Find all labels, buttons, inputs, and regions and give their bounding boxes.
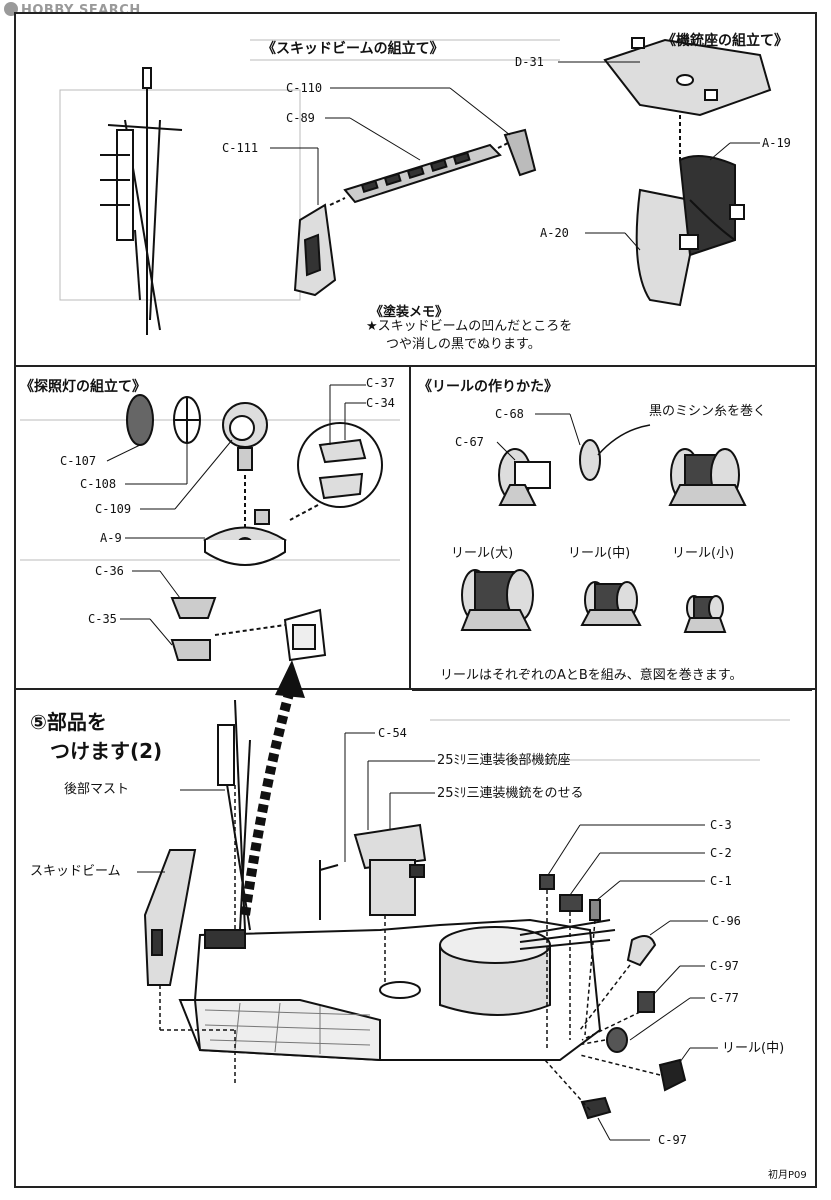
page-number: 初月P09 [768,1170,807,1181]
step5-title-line-2: つけます(2) [50,739,163,763]
label-aft-mast: 後部マスト [64,782,130,797]
watermark-logo: HOBBY SEARCH [4,2,141,18]
label-c97-upper: C-97 [710,959,739,973]
ship-deck-drawing [143,699,687,1120]
part-label-c108: C-108 [80,477,117,491]
step5-title-line-1: ⑤部品を [30,710,107,734]
searchlight-drawing [126,394,383,662]
thread-note: 黒のミシン糸を巻く [649,404,767,419]
part-label-c109: C-109 [95,502,132,516]
part-label-c36: C-36 [95,564,124,578]
searchlight-title: 《探照灯の組立て》 [20,379,146,395]
watermark-text: HOBBY SEARCH [21,3,141,18]
skid-beam-drawing [293,128,537,297]
label-c97-lower: C-97 [658,1133,687,1147]
reel-title: 《リールの作りかた》 [418,379,558,395]
part-label-c35: C-35 [88,612,117,626]
part-label-c67: C-67 [455,435,484,449]
label-skid-beam: スキッドビーム [30,864,121,879]
label-c96: C-96 [712,914,741,928]
label-c3: C-3 [710,818,732,832]
paint-memo-title: 《塗装メモ》 [370,305,449,320]
label-c54: C-54 [378,726,407,740]
part-label-a9: A-9 [100,531,122,545]
gun-mount-title: 《機銃座の組立て》 [662,33,788,49]
part-label-c110: C-110 [286,81,323,95]
reel-small-label: リール(小) [672,546,735,561]
part-label-c34: C-34 [366,396,395,410]
reels-drawing [460,424,747,633]
label-mount-base: 25ﾐﾘ三連装後部機銃座 [437,753,571,768]
part-label-c111: C-111 [222,141,259,155]
part-label-c107: C-107 [60,454,97,468]
mast-drawing [100,67,183,335]
gun-mount-drawing [603,37,772,307]
paint-memo-line-2: つや消しの黒でぬります。 [386,337,541,352]
paint-memo-line-1: ★スキッドビームの凹んだところを [366,319,573,334]
part-label-d31: D-31 [515,55,544,69]
part-label-c68: C-68 [495,407,524,421]
part-label-c37: C-37 [366,376,395,390]
reel-large-label: リール(大) [451,546,514,561]
label-c2: C-2 [710,846,732,860]
reel-medium-label: リール(中) [568,546,631,561]
skid-beam-title: 《スキッドビームの組立て》 [262,41,444,57]
label-c77: C-77 [710,991,739,1005]
part-label-a19: A-19 [762,136,791,150]
label-c1: C-1 [710,874,732,888]
part-label-c89: C-89 [286,111,315,125]
part-label-a20: A-20 [540,226,569,240]
label-reel-medium: リール(中) [722,1041,785,1056]
reel-bottom-note: リールはそれぞれのAとBを組み、意図を巻きます。 [440,668,743,683]
label-mount-gun: 25ﾐﾘ三連装機銃をのせる [437,786,584,801]
